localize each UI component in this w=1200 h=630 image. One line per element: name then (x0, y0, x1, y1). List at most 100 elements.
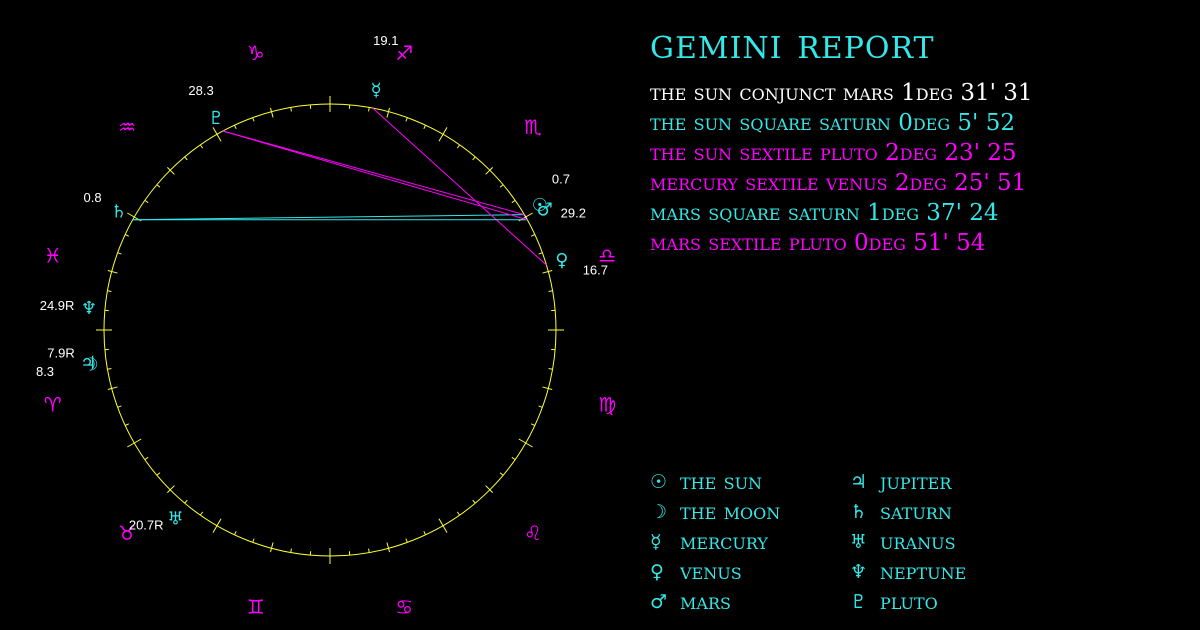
sign-cusp-tick (127, 438, 142, 448)
degree-tick (234, 124, 237, 130)
natal-chart-wheel: ♈♉♊♋♌♍♎♏♐♑♒♓ ☉0.7♂29.2☿19.1♀16.7♇28.3♄0.… (36, 33, 616, 619)
legend-item: ♅ URANUS (850, 527, 956, 557)
degree-tick (144, 199, 149, 204)
degree-tick (167, 167, 175, 175)
degree-tick (472, 156, 476, 161)
legend-label: PLUTO (880, 589, 938, 615)
degree-tick (423, 124, 426, 130)
mercury-icon: ☿ (650, 531, 662, 553)
neptune-icon: ♆ (81, 298, 97, 319)
uranus-icon: ♅ (850, 531, 868, 553)
degree-tick (290, 107, 292, 112)
pisces-icon: ♓ (44, 244, 62, 268)
aspect-item: THE SUN SEXTILE PLUTO 2DEG 23' 25 (650, 140, 1017, 166)
degree-tick (117, 252, 122, 255)
neptune-icon: ♆ (850, 561, 868, 583)
degree-tick (117, 405, 122, 408)
zodiac-signs: ♈♉♊♋♌♍♎♏♐♑♒♓ (44, 41, 616, 619)
legend-item: ☽ THE MOON (650, 497, 780, 527)
legend-item: ☉ THE SUN (650, 467, 762, 497)
cancer-icon: ♋ (395, 595, 413, 619)
legend-item: ♀ VENUS (650, 557, 742, 587)
virgo-icon: ♍ (598, 392, 616, 416)
degree-tick (156, 184, 161, 188)
planet-legend: ☉ THE SUN ☽ THE MOON ☿ MERCURY ♀ VENUS ♂… (650, 467, 1050, 619)
mars-icon: ♂ (537, 199, 553, 220)
aspect-lines (132, 107, 547, 266)
degree-tick (368, 107, 370, 112)
moon-degree-label: 8.3 (36, 364, 54, 379)
aspect-item: MARS SEXTILE PLUTO 0DEG 51' 54 (650, 230, 986, 256)
aquarius-icon: ♒ (118, 115, 136, 139)
neptune-degree-label: 24.9R (40, 298, 75, 313)
degree-tick (199, 144, 204, 149)
degree-tick (368, 548, 370, 553)
legend-item: ♆ NEPTUNE (850, 557, 966, 587)
venus-degree-label: 16.7 (583, 263, 608, 278)
degree-tick (530, 234, 536, 237)
legend-item: ☿ MERCURY (650, 527, 768, 557)
venus-icon: ♀ (555, 250, 568, 271)
sagittarius-icon: ♐ (395, 41, 413, 65)
degree-tick (423, 530, 426, 536)
degree-tick (290, 548, 292, 553)
degree-tick (456, 144, 461, 149)
square-aspect-line (132, 214, 525, 221)
degree-tick (252, 117, 255, 122)
aspect-item: THE SUN SQUARE SATURN 0DEG 5' 52 (650, 110, 1015, 136)
legend-label: MARS (680, 589, 731, 615)
degree-tick (499, 472, 504, 476)
jupiter-icon: ♃ (850, 471, 868, 493)
sun-icon: ☉ (650, 471, 668, 493)
venus-icon: ♀ (650, 561, 664, 583)
degree-tick (234, 530, 237, 536)
saturn-icon: ♄ (850, 501, 868, 523)
degree-tick (386, 542, 391, 553)
legend-label: THE MOON (680, 499, 781, 525)
degree-tick (548, 368, 553, 370)
degree-tick (511, 456, 516, 461)
degree-tick (107, 290, 112, 292)
mars-icon: ♂ (650, 591, 668, 613)
degree-tick (530, 423, 536, 426)
degree-tick (184, 156, 188, 161)
planet-markers: ☉0.7♂29.2☿19.1♀16.7♇28.3♄0.8♆24.9R☽8.3♃7… (36, 33, 608, 533)
degree-tick (548, 290, 553, 292)
pluto-icon: ♇ (208, 108, 224, 129)
sextile-aspect-line (222, 130, 528, 221)
uranus-degree-label: 20.7R (129, 518, 164, 533)
sign-cusp-tick (212, 127, 222, 142)
uranus-icon: ♅ (167, 508, 183, 529)
legend-label: JUPITER (880, 469, 952, 495)
degree-tick (542, 269, 553, 274)
conjunction-aspect-line (523, 214, 528, 220)
aspect-item: MARS SQUARE SATURN 1DEG 37' 24 (650, 200, 999, 226)
degree-tick (456, 511, 461, 516)
degree-tick (124, 234, 130, 237)
mercury-icon: ☿ (371, 80, 382, 101)
degree-tick (405, 117, 408, 122)
jupiter-icon: ♃ (80, 353, 96, 374)
saturn-degree-label: 0.8 (84, 190, 102, 205)
legend-label: SATURN (880, 499, 952, 525)
degree-tick (405, 538, 408, 543)
degree-tick (472, 499, 476, 504)
mars-degree-label: 29.2 (561, 205, 586, 220)
sun-degree-label: 0.7 (552, 171, 570, 186)
libra-icon: ♎ (598, 244, 616, 268)
pluto-icon: ♇ (850, 591, 868, 613)
degree-tick (538, 405, 543, 408)
sign-cusp-tick (438, 127, 448, 142)
sextile-aspect-line (372, 107, 547, 266)
legend-label: URANUS (880, 529, 956, 555)
taurus-icon: ♉ (118, 521, 136, 545)
degree-tick (199, 511, 204, 516)
leo-icon: ♌ (524, 521, 542, 545)
sun-icon: ☉ (532, 195, 548, 216)
sign-cusp-tick (518, 438, 533, 448)
degree-tick (538, 252, 543, 255)
legend-label: VENUS (680, 559, 742, 585)
aspect-list: THE SUN CONJUNCT MARS 1DEG 31' 31 THE SU… (650, 78, 1033, 258)
degree-tick (156, 472, 161, 476)
legend-label: THE SUN (680, 469, 763, 495)
